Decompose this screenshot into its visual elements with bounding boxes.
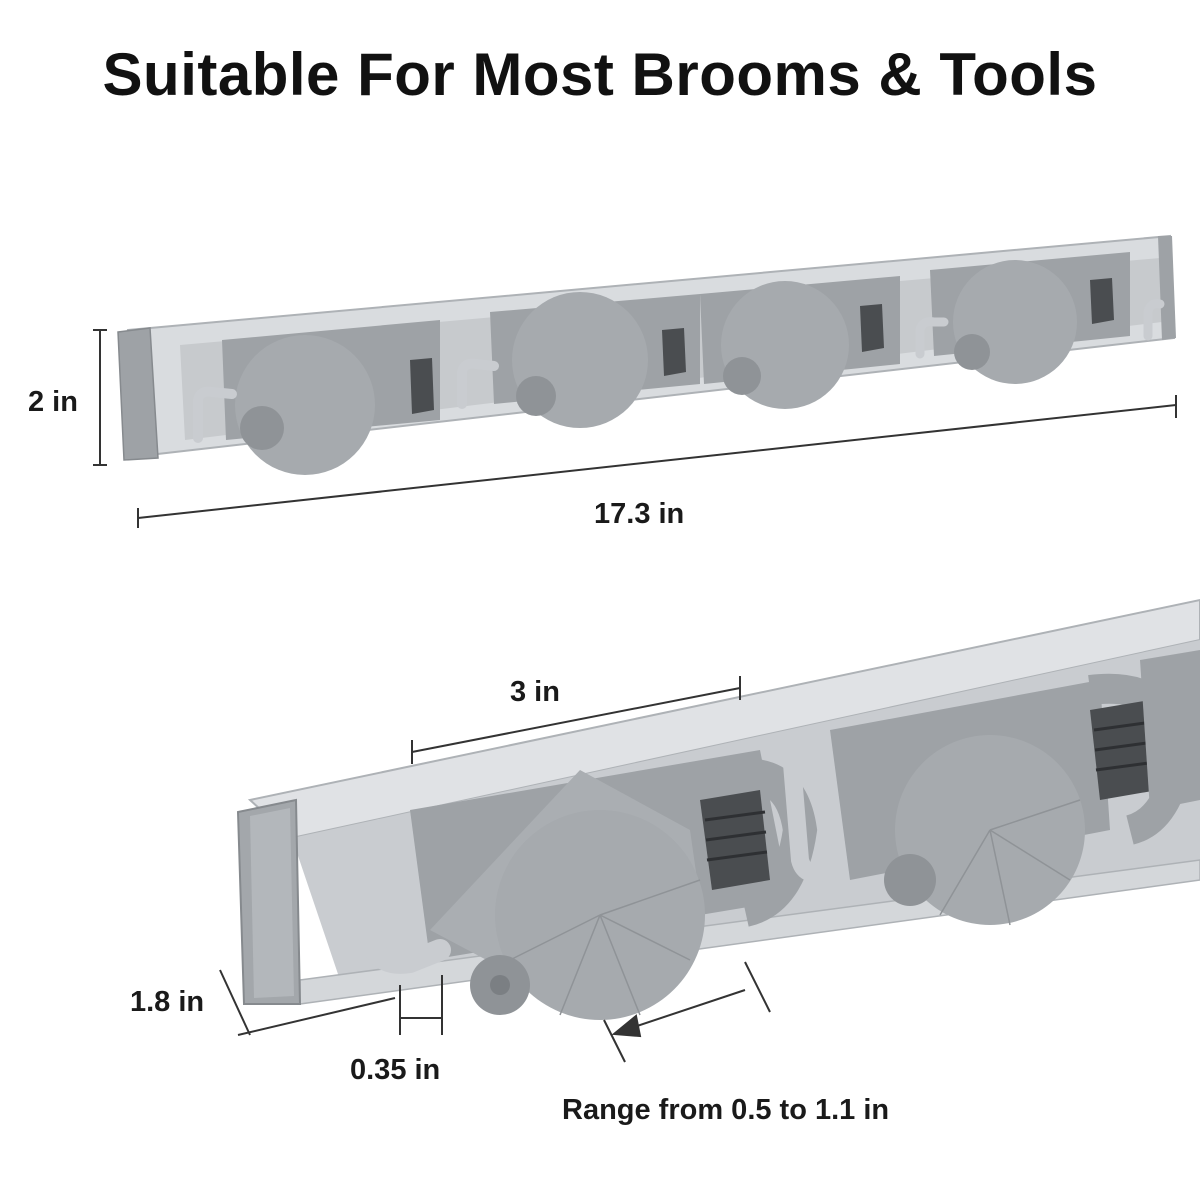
top-rail-endcap-right <box>1158 236 1176 340</box>
grip-range-dimension <box>603 961 771 1063</box>
top-rack <box>93 234 1177 528</box>
bottom-holder-1 <box>410 750 818 1020</box>
spacing-dimension <box>411 676 741 764</box>
bottom-hook-1 <box>358 819 451 974</box>
spacing-label: 3 in <box>510 676 560 708</box>
top-holder-3 <box>700 276 900 409</box>
bottom-holder-3-partial <box>1140 650 1200 810</box>
top-holder-2 <box>457 292 700 428</box>
length-label-top: 17.3 in <box>594 498 685 530</box>
hook-width-dimension <box>399 975 443 1035</box>
bottom-rack <box>219 598 1200 1063</box>
hook-width-label: 0.35 in <box>350 1054 441 1086</box>
top-holder-4 <box>915 252 1165 384</box>
height-dimension-top <box>93 329 107 466</box>
length-dimension-top <box>137 395 1177 528</box>
bottom-holder-2 <box>830 673 1196 926</box>
height-label-top: 2 in <box>28 386 78 418</box>
depth-label: 1.8 in <box>130 986 205 1018</box>
depth-dimension <box>219 969 396 1036</box>
page-title: Suitable For Most Brooms & Tools <box>102 41 1098 108</box>
top-holder-1 <box>193 320 440 475</box>
grip-range-label: Range from 0.5 to 1.1 in <box>562 1094 890 1126</box>
top-rail-endcap-left <box>117 327 159 461</box>
bottom-hook-2 <box>781 731 859 883</box>
